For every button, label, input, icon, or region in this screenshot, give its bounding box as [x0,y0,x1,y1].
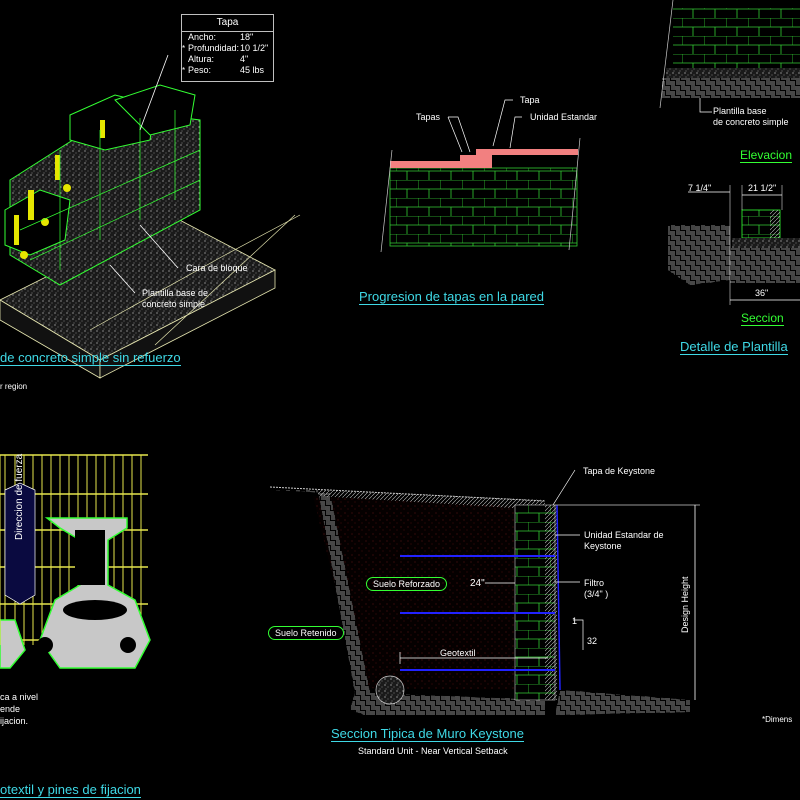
dim-24: 24" [470,578,485,589]
note-line-3: ijacion. [0,716,29,726]
dim-36: 36" [755,288,769,298]
label-suelo-reforzado: Suelo Reforzado [366,577,448,591]
label-unidad-keystone-2: Keystone [584,541,622,551]
iso-block-wall [0,54,301,379]
label-seccion: Seccion [741,311,784,326]
footnote-dimensions: *Dimens [762,715,793,724]
plantilla-elevation [659,0,800,305]
slope-rise: 1 [572,616,578,626]
subtitle-keystone-section: Standard Unit - Near Vertical Setback [358,746,508,756]
tapa-row-ancho: Ancho:18" [188,32,254,42]
title-geogrid: otextil y pines de fijacion [0,782,141,798]
label-tapa: Tapa [520,95,540,105]
note-line-1: ca a nivel [0,692,39,702]
title-keystone-section: Seccion Tipica de Muro Keystone [331,726,524,742]
dim-7-1-4: 7 1/4" [688,183,712,193]
label-design-height: Design Height [680,576,690,633]
label-direccion-fuerza: Direccion de fuerza [14,453,25,540]
label-geotextil: Geotextil [440,648,476,658]
label-tapas: Tapas [416,112,441,122]
tapa-spec-table: Tapa Ancho:18" *Profundidad:10 1/2" Altu… [181,14,274,82]
label-filtro-size: (3/4" ) [584,589,609,599]
label-elevacion: Elevacion [740,148,793,163]
progression-wall [380,99,581,253]
note-line-2: ende [0,704,21,714]
tapa-row-altura: Altura:4" [188,54,249,64]
dim-21-1-2: 21 1/2" [748,183,777,193]
tapa-table-header: Tapa [182,15,273,32]
note-region: r region [0,382,28,391]
geogrid-plan [0,454,151,669]
label-unidad-keystone-1: Unidad Estandar de [584,530,664,540]
tapa-row-peso: *Peso:45 lbs [182,65,265,75]
label-plantilla-1: Plantilla base de [142,288,209,298]
title-iso-view: de concreto simple sin refuerzo [0,350,181,366]
title-plantilla-detail: Detalle de Plantilla [680,339,788,355]
keystone-section [269,469,700,715]
label-plantilla-2: concreto simple [142,299,206,309]
label-suelo-retenido: Suelo Retenido [268,626,344,640]
tapa-row-profundidad: *Profundidad:10 1/2" [182,43,269,53]
label-plantilla-base: Plantilla base [713,106,767,116]
label-unidad-estandar: Unidad Estandar [530,112,598,122]
slope-run: 32 [587,636,598,646]
label-tapa-keystone: Tapa de Keystone [583,466,656,476]
title-progression: Progresion de tapas en la pared [359,289,545,305]
label-cara-de-bloque: Cara de bloque [186,263,248,273]
label-filtro: Filtro [584,578,604,588]
label-plantilla-concreto: de concreto simple [713,117,789,127]
